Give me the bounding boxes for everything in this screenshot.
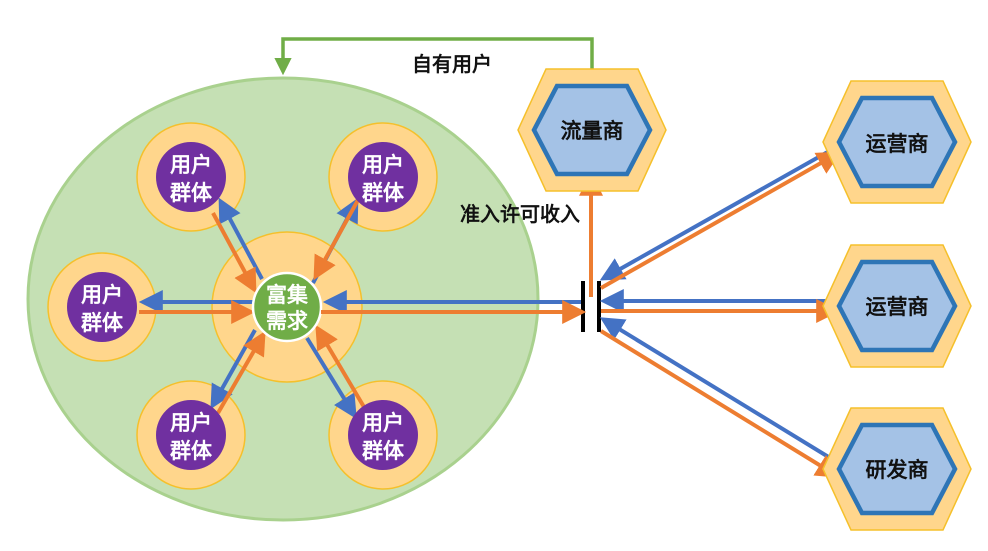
arrow-core-to-user-group (218, 197, 264, 280)
user-group-label-line1: 用户 (362, 411, 404, 435)
user-group-label-line2: 群体 (81, 311, 124, 335)
partner-traffic[interactable]: 流量商 (517, 68, 667, 192)
core-circle (251, 271, 323, 343)
partner-developer[interactable]: 研发商 (822, 407, 972, 531)
hex-inner (836, 422, 958, 516)
user-group-circle (348, 400, 418, 470)
user-group-label-line2: 群体 (362, 181, 405, 205)
user-group-circle (67, 272, 137, 342)
core-label-line1: 富集 (266, 283, 309, 307)
user-group-circle (348, 142, 418, 212)
arrow-user-group-to-core (216, 330, 266, 415)
partner-developer-label: 研发商 (866, 458, 929, 482)
hex-inner (836, 259, 958, 353)
arrow-core-to-user-group (305, 336, 357, 420)
arrow-user-group-to-core (315, 324, 366, 409)
core-label-line2: 需求 (266, 309, 308, 333)
hex-inner (531, 83, 653, 177)
arrow-user-group-to-core (211, 212, 257, 294)
user-group-top-left[interactable]: 用户 群体 (156, 142, 226, 212)
user-group-label-line1: 用户 (170, 153, 212, 177)
user-group-circle (156, 142, 226, 212)
own-users-line (274, 37, 594, 88)
arrow-user-group-to-core (313, 199, 360, 281)
user-group-bottom-left[interactable]: 用户 群体 (156, 400, 226, 470)
user-group-label-line1: 用户 (81, 283, 123, 307)
partner-operator-1-label: 运营商 (866, 132, 929, 156)
own-users-label: 自有用户 (412, 52, 492, 76)
user-group-label-line1: 用户 (362, 153, 404, 177)
partner-operator-2[interactable]: 运营商 (822, 244, 972, 368)
gate-bar-right (597, 281, 601, 332)
own-users-connector: 自有用户 (274, 37, 594, 88)
gate-bar-left (581, 281, 585, 332)
user-group-bottom-right[interactable]: 用户 群体 (348, 400, 418, 470)
user-group-left[interactable]: 用户 群体 (67, 272, 137, 342)
arrow-operator1-to-gate (599, 143, 841, 281)
arrow-gate-to-operator1 (600, 151, 842, 290)
user-group-label-line2: 群体 (362, 439, 405, 463)
partner-traffic-label: 流量商 (561, 119, 624, 143)
user-group-circle (156, 400, 226, 470)
core-node[interactable]: 富集 需求 (251, 271, 323, 343)
partner-operator-1[interactable]: 运营商 (822, 80, 972, 204)
partner-operator-2-label: 运营商 (866, 295, 929, 319)
arrow-gate-to-developer (599, 329, 841, 478)
user-group-label-line2: 群体 (170, 181, 213, 205)
user-group-label-line2: 群体 (170, 439, 213, 463)
user-group-label-line1: 用户 (170, 411, 212, 435)
user-group-top-right[interactable]: 用户 群体 (348, 142, 418, 212)
access-license-income-label: 准入许可收入 (460, 202, 580, 226)
hex-inner (836, 95, 958, 189)
arrow-developer-to-gate (599, 317, 842, 466)
